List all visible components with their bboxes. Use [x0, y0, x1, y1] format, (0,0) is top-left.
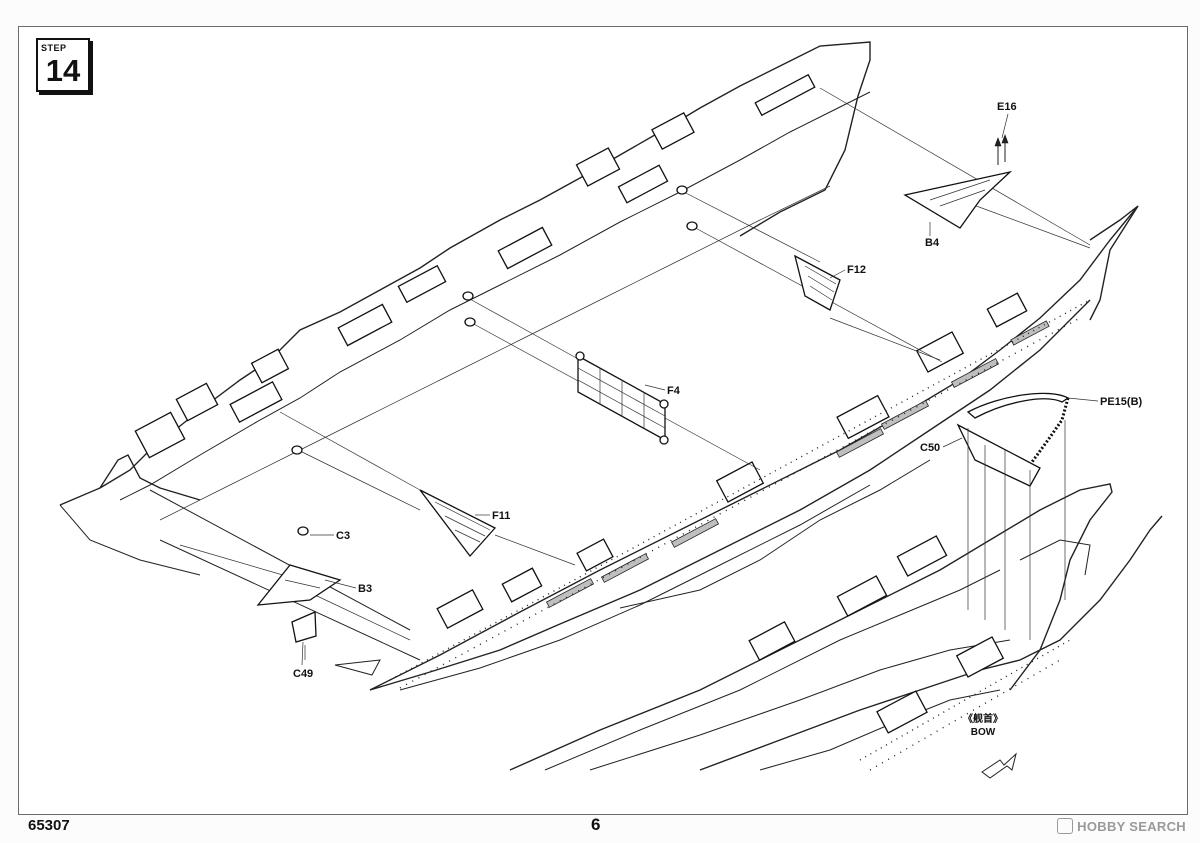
peg-parts: [291, 185, 698, 536]
label-c3: C3: [336, 530, 350, 542]
deck-block-5: [617, 164, 669, 204]
label-f12: F12: [847, 264, 866, 276]
part-c50: [956, 423, 1041, 487]
deck-block-10: [651, 111, 695, 151]
step-box: STEP 14: [36, 38, 90, 92]
step-badge: STEP 14: [36, 38, 90, 92]
deck-block-7: [175, 382, 219, 422]
side-block-1: [436, 589, 484, 629]
main-hull: [59, 41, 1139, 691]
side-block-2: [501, 567, 543, 603]
deck-block-11: [754, 73, 816, 117]
bow-detail-view: [509, 392, 1163, 779]
assembly-guide-lines: [179, 87, 1091, 641]
part-f12: [794, 254, 841, 311]
step-number: 14: [45, 53, 81, 88]
step-label: STEP: [41, 43, 67, 53]
label-b4: B4: [925, 237, 940, 249]
side-block-4: [715, 461, 765, 503]
label-b3: B3: [358, 583, 372, 595]
bow-japanese-label: 《舰首》: [963, 714, 1003, 725]
hull-port-strips: [545, 320, 1050, 608]
c3-peg: [297, 526, 309, 536]
part-pe15b: [966, 392, 1070, 419]
label-pe15b: PE15(B): [1100, 396, 1143, 408]
deck-block-3: [397, 264, 447, 304]
detail-block-2: [836, 575, 888, 617]
kit-code: 65307: [28, 817, 70, 834]
part-c49: [291, 611, 317, 643]
watermark-text: HOBBY SEARCH: [1077, 819, 1186, 834]
bow-indicator: 《舰首》 BOW: [963, 713, 1003, 739]
label-e16: E16: [997, 101, 1017, 113]
watermark: HOBBY SEARCH: [1057, 818, 1186, 834]
watermark-logo-icon: [1057, 818, 1074, 834]
side-block-7: [986, 292, 1028, 328]
part-f11: [419, 489, 497, 558]
detail-block-3: [896, 535, 948, 577]
part-f4: [575, 351, 669, 445]
side-block-6: [915, 331, 965, 373]
deck-block-9: [575, 147, 621, 187]
detail-block-1: [748, 621, 796, 661]
detail-block-5: [955, 636, 1005, 678]
detail-block-4: [876, 690, 928, 734]
deck-block-2: [337, 303, 393, 347]
deck-block-1: [229, 381, 283, 423]
label-c50: C50: [920, 442, 940, 454]
bow-english-label: BOW: [970, 727, 996, 738]
label-f11: F11: [492, 510, 510, 522]
deck-block-4: [497, 226, 553, 270]
deck-block-6: [134, 411, 186, 459]
side-block-5: [836, 394, 890, 440]
deck-block-8: [250, 348, 290, 384]
label-c49: C49: [293, 668, 313, 680]
page-number: 6: [591, 815, 601, 834]
label-f4: F4: [667, 385, 681, 397]
part-b3: [256, 564, 342, 606]
side-block-3: [576, 538, 614, 572]
